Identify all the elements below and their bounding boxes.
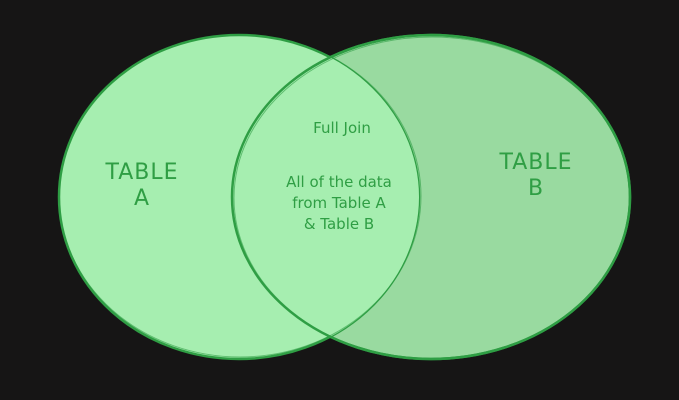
join-description: All of the data from Table A & Table B xyxy=(286,173,392,233)
table-b-sketch-stroke xyxy=(233,36,631,360)
table-a-label: TABLE A xyxy=(105,160,179,211)
join-title: Full Join xyxy=(313,119,371,137)
table-a-sketch-stroke xyxy=(58,34,422,358)
intersection-region xyxy=(232,35,419,359)
table-b-label: TABLE B xyxy=(499,150,573,201)
